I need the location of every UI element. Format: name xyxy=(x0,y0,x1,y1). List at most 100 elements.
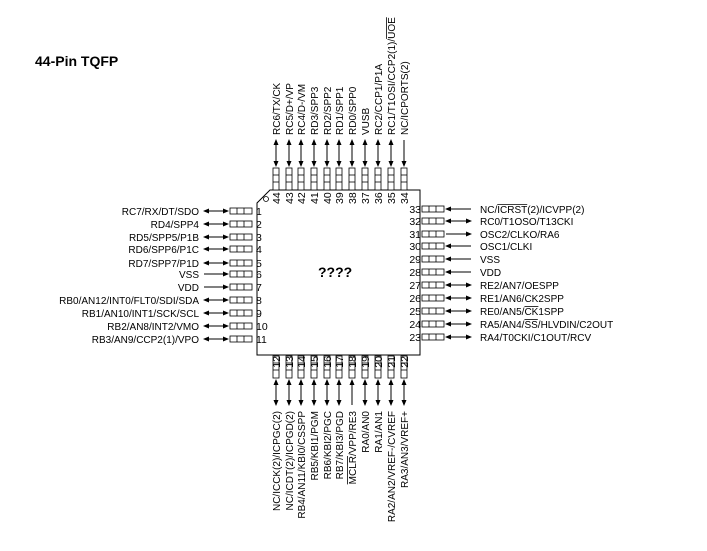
pin-label: RE2/AN7/OESPP xyxy=(480,281,559,292)
pin-label: RB7/KBI3/PGD xyxy=(335,411,346,479)
pin-label: RA4/T0CKI/C1OUT/RCV xyxy=(480,333,591,344)
pin-number: 28 xyxy=(409,267,421,279)
pin-pad xyxy=(374,167,382,191)
pin-pad xyxy=(374,355,382,379)
pin-label: RD2/SPP2 xyxy=(323,86,334,135)
pin-number: 41 xyxy=(309,192,321,204)
pin-pad xyxy=(229,322,253,330)
pin-label: NC/ICDT(2)/ICPGD(2) xyxy=(285,411,296,510)
pin-label-group: RC4/D-/VM xyxy=(297,84,308,135)
pin-label: RC0/T1OSO/T13CKI xyxy=(480,217,573,228)
pin-label-group: RA1/AN1 xyxy=(374,411,385,453)
pin-number: 6 xyxy=(256,269,262,281)
pin-pad xyxy=(229,245,253,253)
pin-pad xyxy=(229,259,253,267)
pin-number: 26 xyxy=(409,293,421,305)
pin-label: RA3/AN3/VREF+ xyxy=(400,411,411,488)
pin-number: 24 xyxy=(409,319,421,331)
pin-pad xyxy=(272,355,280,379)
pin-number: 33 xyxy=(409,204,421,216)
pin-pad xyxy=(348,167,356,191)
pin-label-group: RC2/CCP1/P1A xyxy=(374,64,385,135)
pin-number: 1 xyxy=(256,206,262,218)
pin-number: 17 xyxy=(334,356,346,368)
pin-label: RB3/AN9/CCP2(1)/VPO xyxy=(92,335,199,346)
pin-label: RD5/SPP5/P1B xyxy=(129,233,199,244)
pin-number: 8 xyxy=(256,295,262,307)
pin-label-group: RD0/SPP0 xyxy=(348,86,359,135)
pin-number: 25 xyxy=(409,306,421,318)
pin-pad xyxy=(387,355,395,379)
pin-pad xyxy=(421,307,445,315)
pin-label: NC/ICRST(2)/ICVPP(2) xyxy=(480,205,584,216)
pin-label: RD6/SPP6/P1C xyxy=(128,245,199,256)
pin-pad xyxy=(335,355,343,379)
pin-number: 15 xyxy=(309,356,321,368)
pin-number: 38 xyxy=(347,192,359,204)
pin-label: MCLR/VPP/RE3 xyxy=(348,411,359,485)
pin-label: RE0/AN5/CK1SPP xyxy=(480,307,564,318)
pin-label: RC5/D+/VP xyxy=(285,83,296,135)
pin-pad xyxy=(421,268,445,276)
pin-pad xyxy=(229,270,253,278)
pin-pad xyxy=(387,167,395,191)
pin-label: RC4/D-/VM xyxy=(297,84,308,135)
pin-number: 31 xyxy=(409,229,421,241)
pin-pad xyxy=(229,309,253,317)
pin-label-group: MCLR/VPP/RE3 xyxy=(347,411,359,485)
pin-pad xyxy=(310,167,318,191)
pin-pad xyxy=(323,167,331,191)
pin-label: RD1/SPP1 xyxy=(335,86,346,135)
pin-pad xyxy=(361,167,369,191)
pin-number: 16 xyxy=(322,356,334,368)
pin-label-group: RA0/AN0 xyxy=(361,411,372,453)
pin-pad xyxy=(361,355,369,379)
pin-label-group: RD3/SPP3 xyxy=(310,86,321,135)
pin-label: VDD xyxy=(178,283,199,294)
pin-pad xyxy=(421,281,445,289)
pin-label: RD4/SPP4 xyxy=(151,220,200,231)
pin-number: 34 xyxy=(399,192,411,204)
pin-pad xyxy=(229,335,253,343)
pin-label: RB0/AN12/INT0/FLT0/SDI/SDA xyxy=(59,296,199,307)
pin-number: 14 xyxy=(296,356,308,368)
pin-pad xyxy=(285,167,293,191)
pin-number: 44 xyxy=(271,192,283,204)
pin-label: RC1/T1OSI/CCP2(1)/UOE xyxy=(387,17,398,135)
pin-label-group: RC1/T1OSI/CCP2(1)/UOE xyxy=(386,17,398,135)
pin-number: 42 xyxy=(296,192,308,204)
pin-number: 12 xyxy=(271,356,283,368)
pin-label: RB5/KBI1/PGM xyxy=(310,411,321,480)
pin-label: RC6/TX/CK xyxy=(272,82,283,135)
pin-pad xyxy=(323,355,331,379)
pin-pad xyxy=(229,207,253,215)
pin-number: 39 xyxy=(334,192,346,204)
pin-label-group: NC/ICCK(2)/ICPGC(2) xyxy=(272,411,283,511)
pin-number: 29 xyxy=(409,254,421,266)
pin-pad xyxy=(229,296,253,304)
pin-number: 43 xyxy=(284,192,296,204)
pin-label-group: NC/ICPORTS(2) xyxy=(400,61,411,135)
pin-number: 30 xyxy=(409,241,421,253)
pin-label-group: RB4/AN11/KBI0/CSSPP xyxy=(297,411,308,519)
pin-label: RB1/AN10/INT1/SCK/SCL xyxy=(82,309,200,320)
pin-pad xyxy=(229,220,253,228)
pin-pad xyxy=(272,167,280,191)
pin-label-group: RB5/KBI1/PGM xyxy=(310,411,321,480)
pin-label: RA5/AN4/SS/HLVDIN/C2OUT xyxy=(480,320,613,331)
pin-label: RB4/AN11/KBI0/CSSPP xyxy=(297,411,308,519)
pin-number: 37 xyxy=(360,192,372,204)
pin-number: 36 xyxy=(373,192,385,204)
pin-label: RA1/AN1 xyxy=(374,411,385,453)
pin-label: RA0/AN0 xyxy=(361,411,372,453)
pin-number: 35 xyxy=(386,192,398,204)
pin-label: RA2/AN2/VREF-/CVREF xyxy=(387,411,398,522)
pin-pad xyxy=(421,230,445,238)
pin-pad xyxy=(310,355,318,379)
pin-number: 18 xyxy=(347,356,359,368)
pin-number: 2 xyxy=(256,219,262,231)
pin-pad xyxy=(421,333,445,341)
pin1-indicator xyxy=(263,196,269,202)
pin-label-group: RB6/KBI2/PGC xyxy=(323,411,334,479)
